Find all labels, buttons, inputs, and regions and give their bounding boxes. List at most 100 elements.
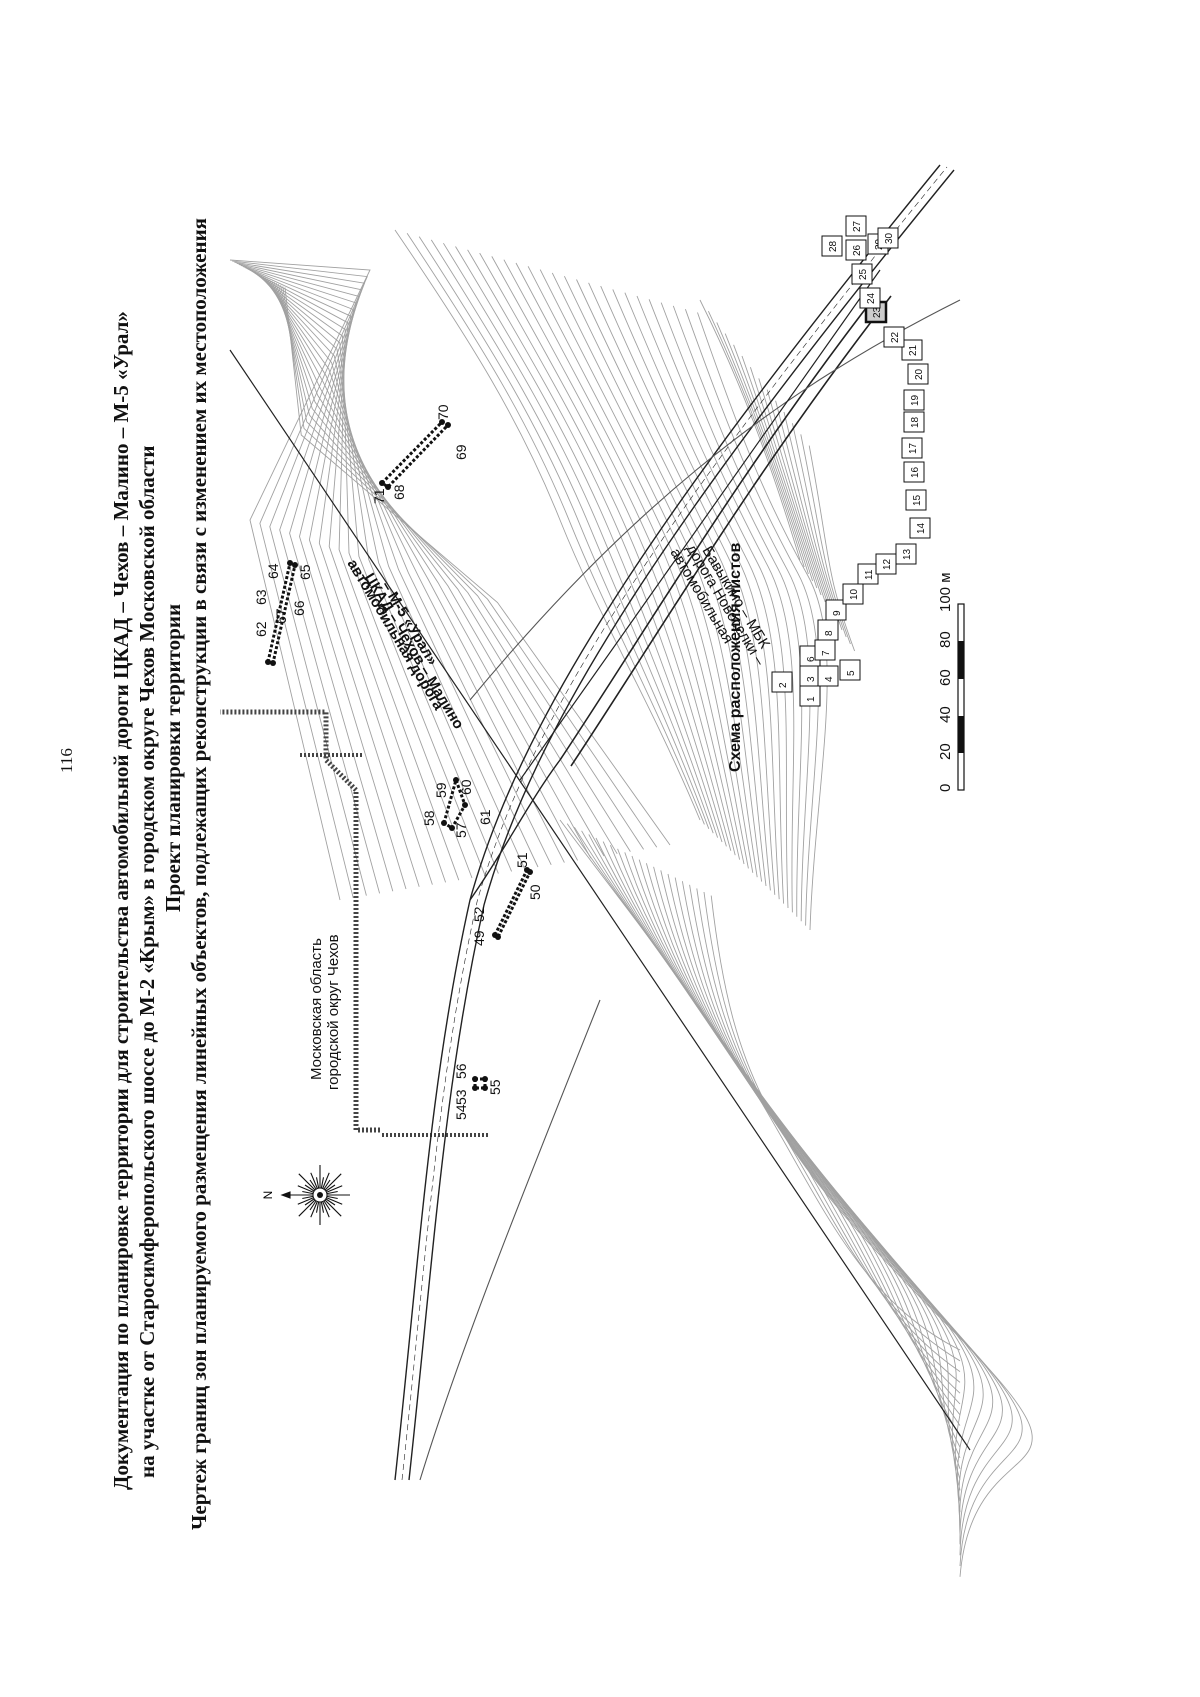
sheet-box bbox=[842, 583, 864, 605]
sheet-box-label: 13 bbox=[902, 548, 913, 560]
point-label: 49 bbox=[471, 930, 487, 946]
sheet-box-label: 22 bbox=[890, 331, 901, 343]
sheet-box bbox=[859, 287, 881, 309]
point-label: 53 bbox=[453, 1089, 469, 1105]
sheet-box-label: 23 bbox=[872, 306, 883, 318]
sheet-box bbox=[799, 665, 821, 687]
point-label: 63 bbox=[253, 589, 269, 605]
sheet-box bbox=[903, 461, 925, 483]
sheet-box-label: 1 bbox=[806, 696, 817, 702]
sheet-box-label: 11 bbox=[864, 569, 875, 580]
sheet-box-label: 16 bbox=[910, 466, 921, 478]
sheet-box-label: 5 bbox=[846, 670, 857, 676]
sheet-box-label: 28 bbox=[828, 240, 839, 252]
scale-tick-label: 0 bbox=[937, 784, 954, 792]
point-label: 52 bbox=[471, 906, 487, 922]
point-label: 54 bbox=[453, 1104, 469, 1120]
compass-rose-icon: N bbox=[261, 1165, 350, 1225]
region-label-line-1: Московская область bbox=[308, 938, 325, 1080]
sheet-box-label: 7 bbox=[821, 650, 832, 656]
centerline bbox=[229, 269, 971, 1451]
point-label: 71 bbox=[371, 488, 387, 504]
point-label: 59 bbox=[433, 782, 449, 798]
sheet-box bbox=[901, 437, 923, 459]
scale-tick-label: 60 bbox=[937, 669, 954, 686]
sheet-box bbox=[825, 599, 847, 621]
sheet-box-label: 6 bbox=[806, 656, 817, 662]
sheet-box-label: 26 bbox=[852, 244, 863, 256]
sheet-box-label: 3 bbox=[806, 676, 817, 682]
scale-tick-label: 40 bbox=[937, 706, 954, 723]
sheet-box-label: 19 bbox=[910, 394, 921, 406]
sheet-box bbox=[905, 489, 927, 511]
zone-vertices bbox=[265, 419, 533, 1091]
sheet-box bbox=[909, 517, 931, 539]
sheet-box bbox=[821, 235, 843, 257]
terrain-contours bbox=[229, 229, 1033, 1577]
sheet-box-label: 27 bbox=[852, 220, 863, 232]
sheet-box-label: 15 bbox=[912, 494, 923, 506]
sheet-box bbox=[901, 339, 923, 361]
point-label: 64 bbox=[265, 563, 281, 579]
sheet-box-label: 10 bbox=[849, 588, 860, 600]
road-main bbox=[394, 164, 955, 1481]
point-label: 58 bbox=[421, 810, 437, 826]
region-label-line-2: городской округ Чехов bbox=[325, 934, 342, 1090]
sheet-box bbox=[771, 671, 793, 693]
point-label: 68 bbox=[391, 484, 407, 500]
sheet-box bbox=[839, 659, 861, 681]
point-label: 69 bbox=[453, 444, 469, 460]
sheet-box bbox=[895, 543, 917, 565]
point-label: 50 bbox=[527, 884, 543, 900]
sheet-box bbox=[817, 619, 839, 641]
point-labels: 49 50 51 52 53 54 55 56 57 58 59 60 61 6… bbox=[253, 404, 543, 1120]
sheet-box bbox=[851, 263, 873, 285]
sheet-box bbox=[814, 639, 836, 661]
point-label: 51 bbox=[514, 852, 530, 868]
sheet-box-label: 9 bbox=[832, 610, 843, 616]
point-label: 55 bbox=[487, 1079, 503, 1095]
point-label: 56 bbox=[453, 1063, 469, 1079]
sheet-box-label: 21 bbox=[908, 344, 919, 356]
municipal-boundary bbox=[220, 709, 488, 1137]
sheet-box-label: 12 bbox=[882, 558, 893, 570]
sheet-box-label: 4 bbox=[824, 676, 835, 682]
sheet-box-label: 20 bbox=[914, 368, 925, 380]
scale-tick-label: 100 м bbox=[937, 572, 954, 612]
sheet-box-label: 24 bbox=[866, 292, 877, 304]
road-main-label-line-2: ЦКАД – Чехов – Малино bbox=[361, 570, 468, 732]
scale-tick-label: 20 bbox=[937, 743, 954, 760]
sheet-box bbox=[903, 389, 925, 411]
sheet-box-label: 18 bbox=[910, 416, 921, 428]
sheet-box bbox=[903, 411, 925, 433]
sheet-scheme-title: Схема расположения листов bbox=[727, 543, 744, 772]
point-label: 65 bbox=[297, 564, 313, 580]
sheet-box-label: 8 bbox=[824, 630, 835, 636]
sheet-box-label: 2 bbox=[778, 682, 789, 688]
point-label: 67 bbox=[273, 608, 289, 624]
sheet-box-label: 25 bbox=[858, 268, 869, 280]
point-label: 70 bbox=[435, 404, 451, 420]
region-labels: Московская область городской округ Чехов bbox=[308, 934, 342, 1090]
point-label: 60 bbox=[458, 779, 474, 795]
sheet-box-label: 14 bbox=[916, 522, 927, 534]
point-label: 62 bbox=[253, 621, 269, 637]
point-label: 57 bbox=[453, 822, 469, 838]
scale-bar: 0 20 40 60 80 100 м bbox=[937, 572, 965, 792]
road-secondary bbox=[419, 289, 961, 1481]
north-label: N bbox=[261, 1191, 275, 1200]
sheet-box bbox=[907, 363, 929, 385]
scale-tick-label: 80 bbox=[937, 631, 954, 648]
sheet-box bbox=[845, 215, 867, 237]
road-secondary-label: автомобильная дорога Новоселки – Бавыкин… bbox=[667, 541, 774, 669]
sheet-box-label: 17 bbox=[908, 442, 919, 454]
sheet-box bbox=[845, 239, 867, 261]
point-label: 66 bbox=[291, 600, 307, 616]
sheet-box bbox=[799, 685, 821, 707]
sheet-box bbox=[817, 665, 839, 687]
sheet-box-label: 30 bbox=[884, 232, 895, 244]
sheet-box bbox=[883, 326, 905, 348]
